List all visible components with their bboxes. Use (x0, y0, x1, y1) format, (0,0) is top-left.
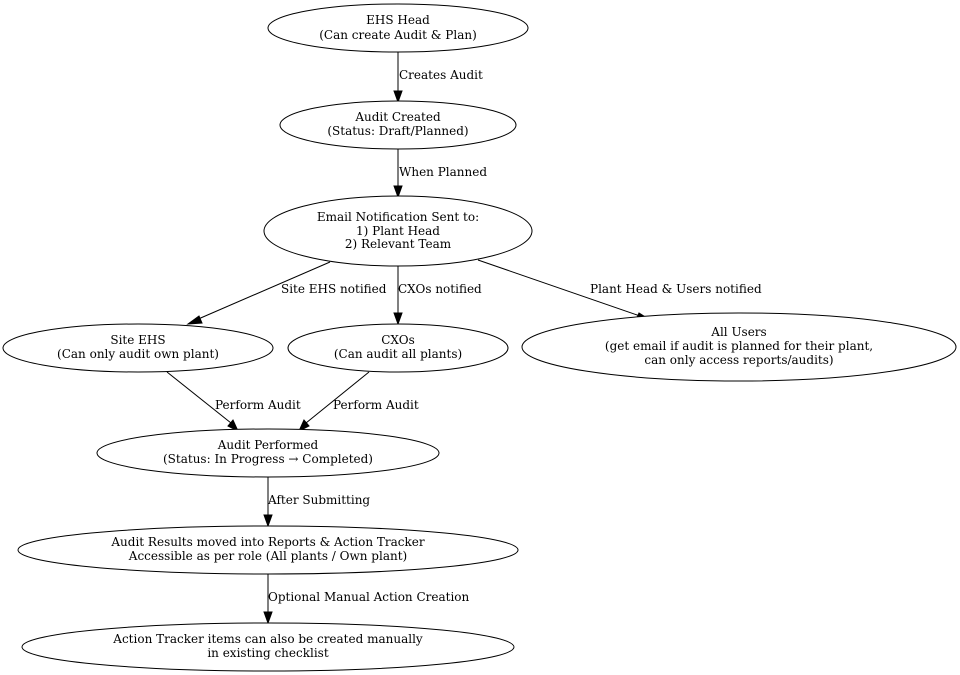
node-line: can only access reports/audits) (644, 353, 833, 367)
arrowhead (227, 419, 240, 433)
node-action-tracker: Action Tracker items can also be created… (21, 622, 515, 672)
edge-label: When Planned (399, 165, 487, 179)
node-line: (get email if audit is planned for their… (605, 339, 873, 353)
node-line: 2) Relevant Team (345, 237, 452, 251)
node-ellipse (2, 323, 274, 373)
edge-label: Optional Manual Action Creation (268, 590, 470, 604)
arrowhead (393, 312, 403, 326)
edge-line (195, 261, 331, 321)
node-ellipse (21, 622, 515, 672)
edge-optional-manual-action: Optional Manual Action Creation (263, 574, 470, 625)
node-ellipse (279, 100, 517, 150)
node-title: Audit Created (354, 110, 441, 124)
node-ehs-head: EHS Head (Can create Audit & Plan) (267, 3, 529, 53)
node-audit-created: Audit Created (Status: Draft/Planned) (279, 100, 517, 150)
edge-site-ehs-perform-audit: Perform Audit (166, 371, 301, 433)
node-ellipse (521, 312, 957, 382)
edge-label: Plant Head & Users notified (590, 282, 762, 296)
node-title: Audit Results moved into Reports & Actio… (110, 535, 424, 549)
node-ellipse (96, 428, 440, 478)
node-cxos: CXOs (Can audit all plants) (287, 323, 509, 373)
node-title: Site EHS (110, 333, 165, 347)
arrowhead (297, 419, 310, 433)
edge-label: After Submitting (267, 493, 370, 507)
edge-line (305, 371, 370, 424)
node-title: All Users (710, 325, 766, 339)
node-site-ehs: Site EHS (Can only audit own plant) (2, 323, 274, 373)
node-subtitle: (Status: In Progress → Completed) (163, 452, 373, 466)
node-title: EHS Head (366, 13, 430, 27)
node-audit-results: Audit Results moved into Reports & Actio… (17, 525, 519, 575)
node-title: Audit Performed (217, 438, 319, 452)
node-subtitle: (Status: Draft/Planned) (327, 124, 468, 138)
arrowhead (393, 90, 403, 104)
node-subtitle: (Can only audit own plant) (57, 347, 219, 361)
node-subtitle: Accessible as per role (All plants / Own… (128, 549, 407, 563)
edge-cxos-notified: CXOs notified (393, 266, 482, 326)
edge-after-submitting: After Submitting (263, 477, 370, 528)
edge-line (166, 371, 232, 424)
node-email-notification: Email Notification Sent to: 1) Plant Hea… (263, 195, 533, 267)
edge-site-ehs-notified: Site EHS notified (186, 261, 387, 325)
edge-label: Creates Audit (399, 68, 483, 82)
arrowhead (393, 185, 403, 199)
edge-creates-audit: Creates Audit (393, 52, 483, 104)
node-subtitle: (Can create Audit & Plan) (319, 28, 477, 42)
node-title: CXOs (381, 333, 415, 347)
node-line: 1) Plant Head (356, 224, 440, 238)
node-all-users: All Users (get email if audit is planned… (521, 312, 957, 382)
node-audit-performed: Audit Performed (Status: In Progress → C… (96, 428, 440, 478)
arrowhead (263, 611, 273, 625)
arrowhead (186, 315, 203, 325)
node-ellipse (267, 3, 529, 53)
edge-cxos-perform-audit: Perform Audit (297, 371, 419, 433)
node-subtitle: (Can audit all plants) (334, 347, 462, 361)
node-title: Action Tracker items can also be created… (112, 632, 423, 646)
edge-plant-head-users-notified: Plant Head & Users notified (477, 259, 762, 321)
node-ellipse (287, 323, 509, 373)
node-ellipse (17, 525, 519, 575)
edge-label: Site EHS notified (281, 282, 387, 296)
node-title: Email Notification Sent to: (317, 210, 479, 224)
edge-label: Perform Audit (333, 398, 419, 412)
node-subtitle: in existing checklist (207, 646, 329, 660)
edge-label: CXOs notified (398, 282, 482, 296)
edge-label: Perform Audit (215, 398, 301, 412)
node-ellipse (263, 195, 533, 267)
edge-line (477, 259, 641, 317)
edge-when-planned: When Planned (393, 149, 487, 199)
arrowhead (263, 514, 273, 528)
